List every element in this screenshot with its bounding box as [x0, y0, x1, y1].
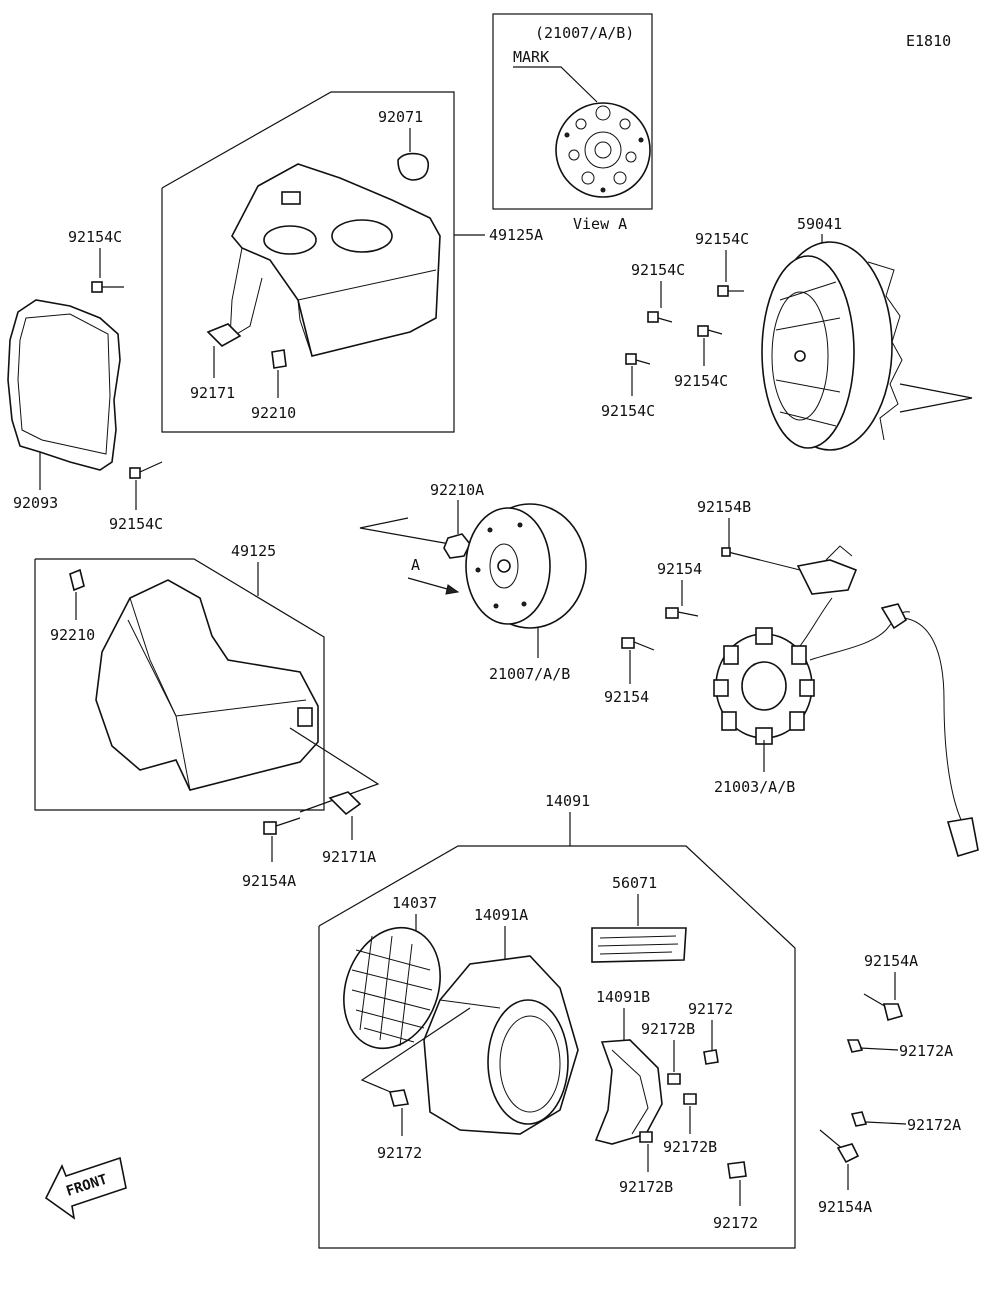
- label-56071: 56071: [612, 874, 657, 892]
- label-92093: 92093: [13, 494, 58, 512]
- label-49125: 49125: [231, 542, 276, 560]
- view-a-caption: View A: [573, 215, 627, 233]
- label-92172-b: 92172: [377, 1144, 422, 1162]
- view-a-panel: (21007/A/B) MARK View A: [492, 13, 653, 233]
- bolt-92154C-left: [129, 461, 163, 479]
- bolt-92154A-left: [263, 817, 301, 835]
- flywheel-face-drawing: [555, 102, 651, 198]
- view-a-arrow-label: A: [411, 556, 420, 574]
- bolt-92154C-top: [91, 281, 124, 293]
- gasket-92093: [7, 299, 121, 471]
- lower-shroud-group: 49125 92210 92171A 92154A: [34, 542, 380, 890]
- label-14091B: 14091B: [596, 988, 650, 1006]
- label-59041: 59041: [797, 215, 842, 233]
- label-49125A: 49125A: [489, 226, 543, 244]
- grommet-92071: [397, 152, 430, 181]
- screw-92154B: [721, 547, 761, 561]
- label-92172A-2: 92172A: [907, 1116, 961, 1134]
- label-92154C-r4: 92154C: [601, 402, 655, 420]
- starter-housing-14091A: [423, 955, 579, 1135]
- label-92172-a: 92172: [688, 1000, 733, 1018]
- label-92154C-top: 92154C: [68, 228, 122, 246]
- wire-clamp: [796, 559, 858, 595]
- screw-92172B-a: [667, 1073, 681, 1085]
- screw-92172-a: [703, 1049, 719, 1065]
- stator-group: 92154B 92154 92154: [604, 498, 979, 857]
- label-92154C-r3: 92154C: [674, 372, 728, 390]
- label-92154C-left: 92154C: [109, 515, 163, 533]
- view-a-ref: (21007/A/B): [535, 24, 634, 42]
- bolt-92154A-r1: [863, 993, 904, 1021]
- label-92154C-r2: 92154C: [631, 261, 685, 279]
- label-92172A-1: 92172A: [899, 1042, 953, 1060]
- label-92154C-r1: 92154C: [695, 230, 749, 248]
- label-92154-b: 92154: [604, 688, 649, 706]
- bolt-92154-b: [621, 637, 655, 651]
- cover-14091B: [594, 1039, 663, 1145]
- label-92154A-r1: 92154A: [864, 952, 918, 970]
- bolt-92154A-r2: [819, 1129, 860, 1164]
- screen-14037: [343, 926, 441, 1050]
- label-21003: 21003/A/B: [714, 778, 795, 796]
- label-14091: 14091: [545, 792, 590, 810]
- label-92154A-left: 92154A: [242, 872, 296, 890]
- screw-92172B-b: [683, 1093, 697, 1105]
- stator-21003: [713, 627, 815, 745]
- fan-group: 59041 92154C 92154C: [601, 215, 973, 451]
- label-92210-lower: 92210: [50, 626, 95, 644]
- nut-92210: [271, 349, 287, 369]
- front-arrow: FRONT: [44, 1156, 127, 1220]
- label-92171A: 92171A: [322, 848, 376, 866]
- bolt-92154C-r2: [647, 311, 673, 323]
- label-92172-c: 92172: [713, 1214, 758, 1232]
- clip-92171: [206, 323, 242, 347]
- screw-92172-b: [388, 1089, 410, 1107]
- label-92154-a: 92154: [657, 560, 702, 578]
- label-21007: 21007/A/B: [489, 665, 570, 683]
- label-92154A-r2: 92154A: [818, 1198, 872, 1216]
- label-92172B-a: 92172B: [641, 1020, 695, 1038]
- bolt-92154C-r1: [717, 285, 744, 297]
- flywheel-21007: [465, 503, 587, 629]
- label-14037: 14037: [392, 894, 437, 912]
- bolt-92154C-r3: [697, 325, 723, 337]
- diagram-id: E1810: [906, 32, 951, 50]
- label-92071: 92071: [378, 108, 423, 126]
- screw-92172A-1: [846, 1039, 899, 1053]
- fan-59041: [761, 241, 903, 451]
- clamp-92171A: [328, 791, 362, 816]
- label-92210A: 92210A: [430, 481, 484, 499]
- upper-shroud-drawing: [231, 163, 441, 357]
- label-92172B-b: 92172B: [663, 1138, 717, 1156]
- screw-92172A-2: [850, 1111, 907, 1127]
- screw-92172-c: [727, 1161, 747, 1179]
- label-14091A: 14091A: [474, 906, 528, 924]
- label-plate-56071: [591, 927, 687, 963]
- nut-92210A: [443, 533, 471, 559]
- recoil-starter-group: 14091 14037 14091A 56071 14091B: [318, 792, 796, 1249]
- bolt-92154-a: [665, 607, 699, 619]
- lower-shroud-drawing: [95, 579, 319, 791]
- label-92210: 92210: [251, 404, 296, 422]
- connector: [946, 817, 979, 857]
- screw-92172B-c: [639, 1131, 653, 1143]
- label-92171: 92171: [190, 384, 235, 402]
- nut-92210-lower: [69, 568, 85, 592]
- label-92172B-c: 92172B: [619, 1178, 673, 1196]
- right-fasteners-group: 92154A 92172A 92172A 92154A: [818, 952, 961, 1216]
- flywheel-group: 92210A A 21007/A/B: [359, 481, 587, 683]
- view-a-mark-label: MARK: [513, 48, 549, 66]
- label-92154B: 92154B: [697, 498, 751, 516]
- gasket-group: 92154C 92093 92154C: [7, 228, 163, 533]
- bolt-92154C-r4: [625, 353, 651, 365]
- upper-shroud-group: 49125A 92071 92171 92210: [161, 91, 543, 433]
